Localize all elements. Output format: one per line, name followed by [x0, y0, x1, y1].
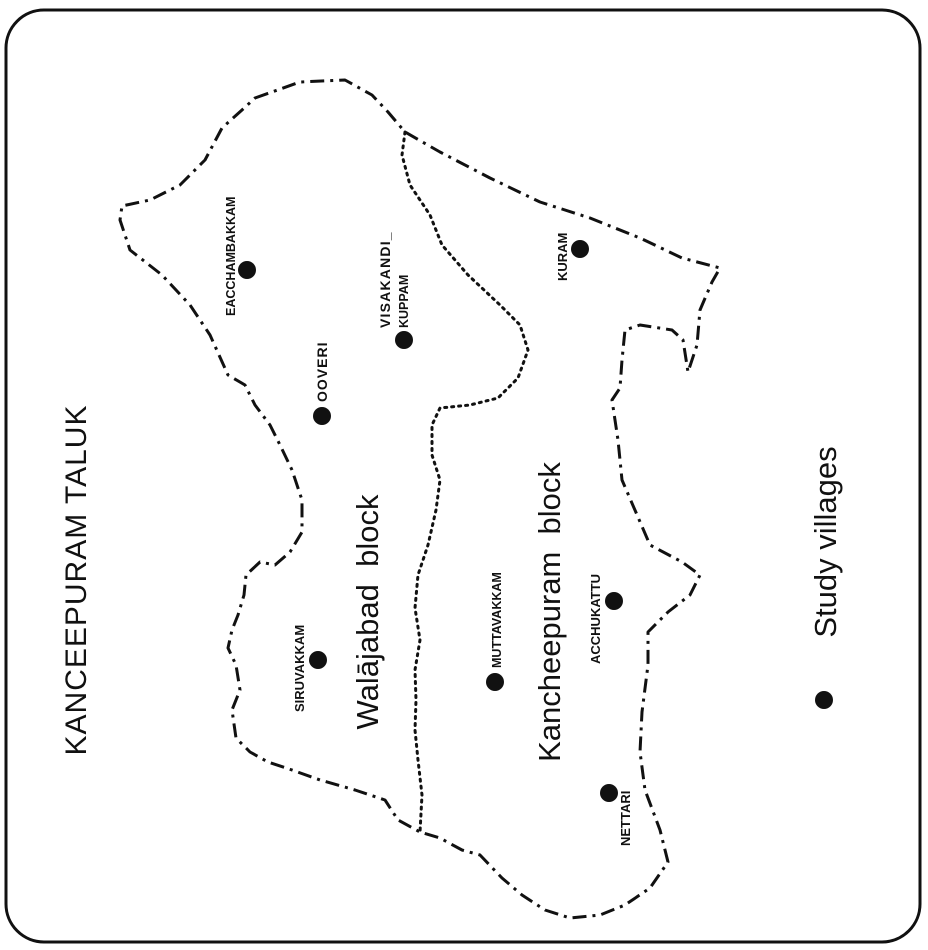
village-label: KURAM: [555, 233, 570, 281]
block-boundary: [400, 130, 530, 834]
village-label: NETTARI: [618, 791, 633, 846]
village-eacchambakkam: EACCHAMBAKKAM: [224, 197, 256, 316]
taluk-boundary: [118, 78, 722, 920]
village-marker: [238, 261, 256, 279]
village-muttavakkam: MUTTAVAKKAM: [486, 572, 504, 691]
village-label-line1: VISAKANDI_: [377, 231, 393, 328]
village-marker: [395, 331, 413, 349]
village-label: SIRUVAKKAM: [292, 625, 307, 712]
village-label: OOVERI: [314, 342, 330, 402]
village-label: ACCHUKATTU: [588, 574, 603, 664]
village-marker: [309, 651, 327, 669]
village-siruvakkam: SIRUVAKKAM: [292, 625, 327, 712]
village-acchukattu: ACCHUKATTU: [588, 574, 623, 664]
legend-label: Study villages: [808, 446, 843, 637]
village-kuram: KURAM: [555, 233, 589, 281]
village-marker: [600, 784, 618, 802]
legend: Study villages: [808, 446, 843, 709]
village-ooveri: OOVERI: [313, 342, 331, 425]
village-marker: [486, 673, 504, 691]
village-marker: [313, 407, 331, 425]
village-marker: [571, 240, 589, 258]
village-label: MUTTAVAKKAM: [490, 572, 504, 668]
figure-frame: [4, 8, 922, 944]
village-visakandi-kuppam: VISAKANDI_ KUPPAM: [377, 231, 413, 349]
village-nettari: NETTARI: [600, 784, 633, 846]
village-label-line2: KUPPAM: [397, 275, 411, 328]
walajabad-block-label: Walājabad block: [350, 494, 385, 729]
title-kanceepuram-taluk: KANCEEPURAM TALUK: [60, 405, 93, 756]
village-marker: [605, 592, 623, 610]
legend-symbol: [815, 691, 833, 709]
village-label: EACCHAMBAKKAM: [224, 197, 238, 316]
kancheepuram-block-label: Kancheepuram block: [532, 462, 567, 762]
